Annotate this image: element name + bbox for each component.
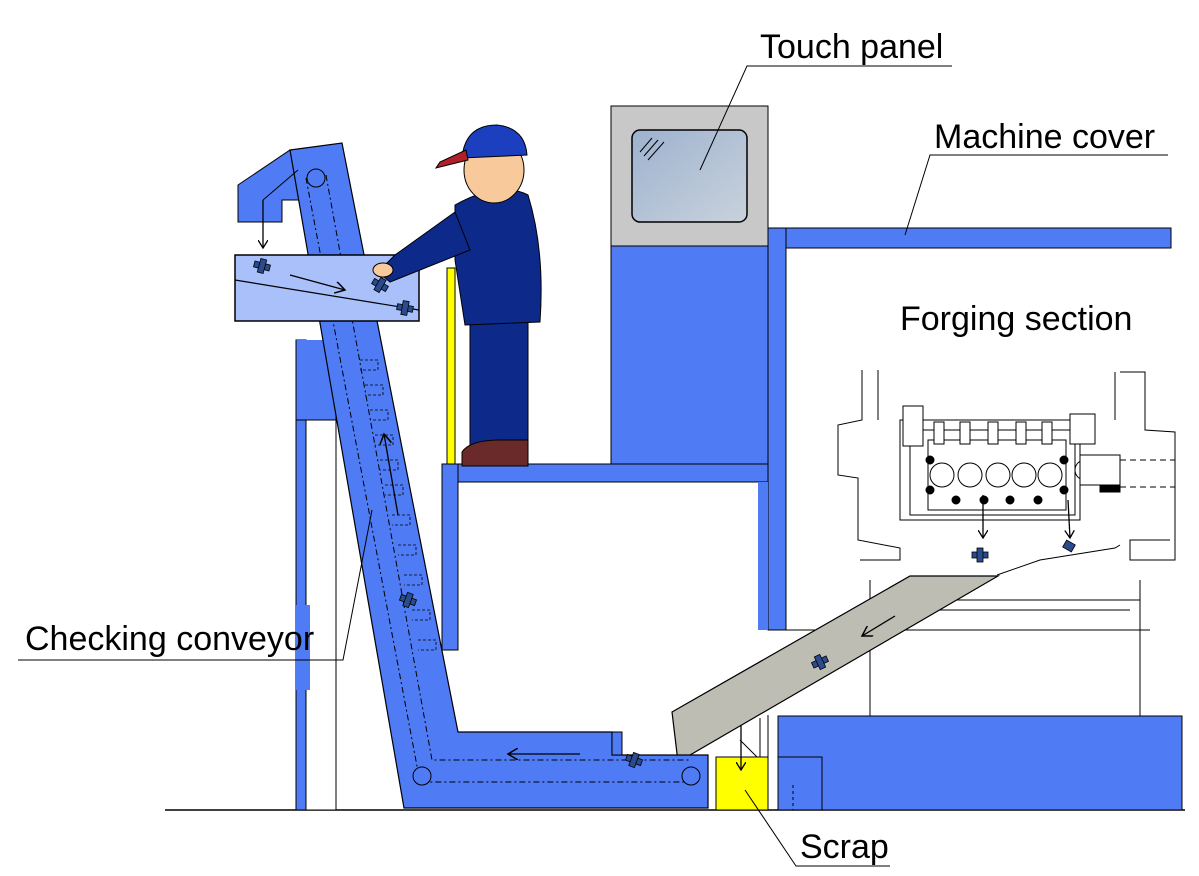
machine-base-box <box>777 756 823 811</box>
touch-panel-screen <box>631 129 748 223</box>
machine-cover-pillar <box>767 227 787 631</box>
machine-cover-top <box>767 227 1172 249</box>
label-forging-section: Forging section <box>900 300 1132 338</box>
label-checking-conveyor: Checking conveyor <box>25 620 314 658</box>
forging-section-drawing <box>786 370 1176 716</box>
touch-panel-unit <box>610 105 769 465</box>
label-machine-cover: Machine cover <box>934 118 1155 156</box>
machine-base <box>777 715 1183 811</box>
operator-figure <box>369 124 542 467</box>
checking-conveyor <box>237 142 709 811</box>
forging-dies <box>925 421 1069 511</box>
safety-rail <box>446 267 456 465</box>
scrap-bin <box>715 725 769 811</box>
cap-icon <box>461 124 528 159</box>
operator-platform <box>441 267 769 651</box>
label-touch-panel: Touch panel <box>760 28 943 66</box>
label-scrap: Scrap <box>800 828 889 866</box>
control-cabinet <box>610 245 769 465</box>
machine-body <box>767 227 1183 811</box>
labels: Touch panel Machine cover Forging sectio… <box>18 28 1168 867</box>
